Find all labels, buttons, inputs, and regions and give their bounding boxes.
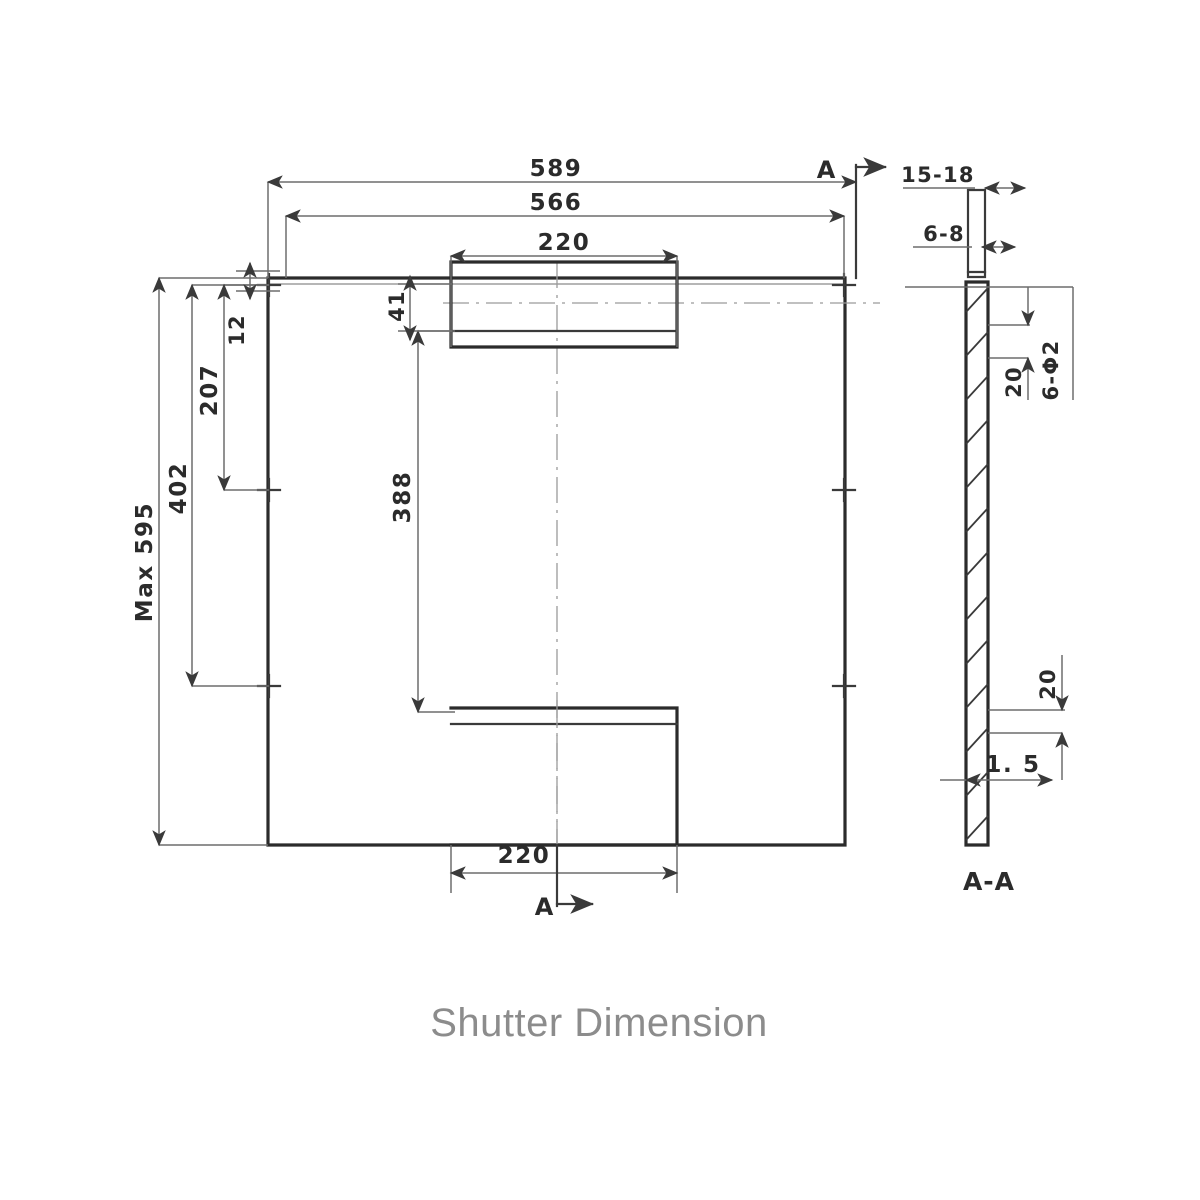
callout-hole-spec: 6-Φ2 — [1039, 287, 1074, 401]
dimension-plate-thickness: 1. 5 — [940, 752, 1054, 787]
dimension-label-max-595: Max 595 — [132, 502, 158, 622]
dimension-label-566: 566 — [530, 190, 583, 216]
dimension-hole-edge-bottom: 20 — [988, 655, 1069, 780]
dimension-label-388: 388 — [390, 471, 416, 524]
drawing-caption: Shutter Dimension — [430, 1001, 768, 1045]
dimension-tab-depth: 41 — [385, 274, 452, 342]
dimension-label-41: 41 — [385, 290, 409, 322]
shutter-front-view: 589 566 220 220 Max 595 — [132, 156, 887, 921]
dimension-tab-inner-span: 388 — [390, 329, 455, 714]
dimension-tab-projection-range: 15-18 — [901, 163, 1027, 195]
section-view-title: A-A — [963, 867, 1015, 896]
bottom-tab-outline — [449, 706, 679, 847]
hole-marker — [831, 477, 857, 503]
section-a-a-view: 15-18 6-8 20 6-Φ2 20 — [901, 163, 1074, 896]
dimension-lip-height-range: 6-8 — [913, 222, 1017, 254]
dimension-hole-edge-top: 20 — [905, 286, 1073, 400]
dimension-label-1-5: 1. 5 — [985, 752, 1040, 778]
dimension-label-12: 12 — [225, 314, 249, 346]
section-marker-label-top: A — [817, 156, 836, 184]
dimension-top-edge-offset: 12 — [225, 261, 280, 346]
dimension-label-402: 402 — [166, 462, 192, 515]
dimension-top-tab-width: 220 — [449, 230, 679, 347]
section-marker-top: A — [817, 156, 887, 280]
section-marker-label-bottom: A — [535, 893, 554, 921]
dimension-label-220-top: 220 — [538, 230, 591, 256]
dimension-label-589: 589 — [530, 156, 583, 182]
hole-marker — [831, 673, 857, 699]
dimension-label-20-bottom: 20 — [1036, 668, 1060, 700]
plate-outline — [266, 276, 847, 847]
dimension-label-6-8: 6-8 — [923, 222, 965, 246]
section-hatching — [965, 287, 989, 841]
dimension-top-hole-offset: 207 — [197, 283, 269, 492]
section-flange-outline — [966, 188, 987, 279]
dimension-overall-height: Max 595 — [132, 276, 268, 847]
callout-label-6-phi-2: 6-Φ2 — [1039, 340, 1063, 401]
dimension-bottom-tab-width: 220 — [449, 843, 679, 893]
dimension-hole-span-height: 402 — [166, 283, 269, 688]
dimension-label-20-top: 20 — [1002, 366, 1026, 398]
dimension-label-207: 207 — [197, 364, 223, 417]
section-marker-bottom: A — [535, 843, 594, 921]
dimension-label-220-bottom: 220 — [498, 843, 551, 869]
dimension-hole-span-width: 566 — [284, 190, 846, 278]
section-plate-body — [964, 280, 990, 847]
dimension-label-15-18: 15-18 — [901, 163, 975, 187]
